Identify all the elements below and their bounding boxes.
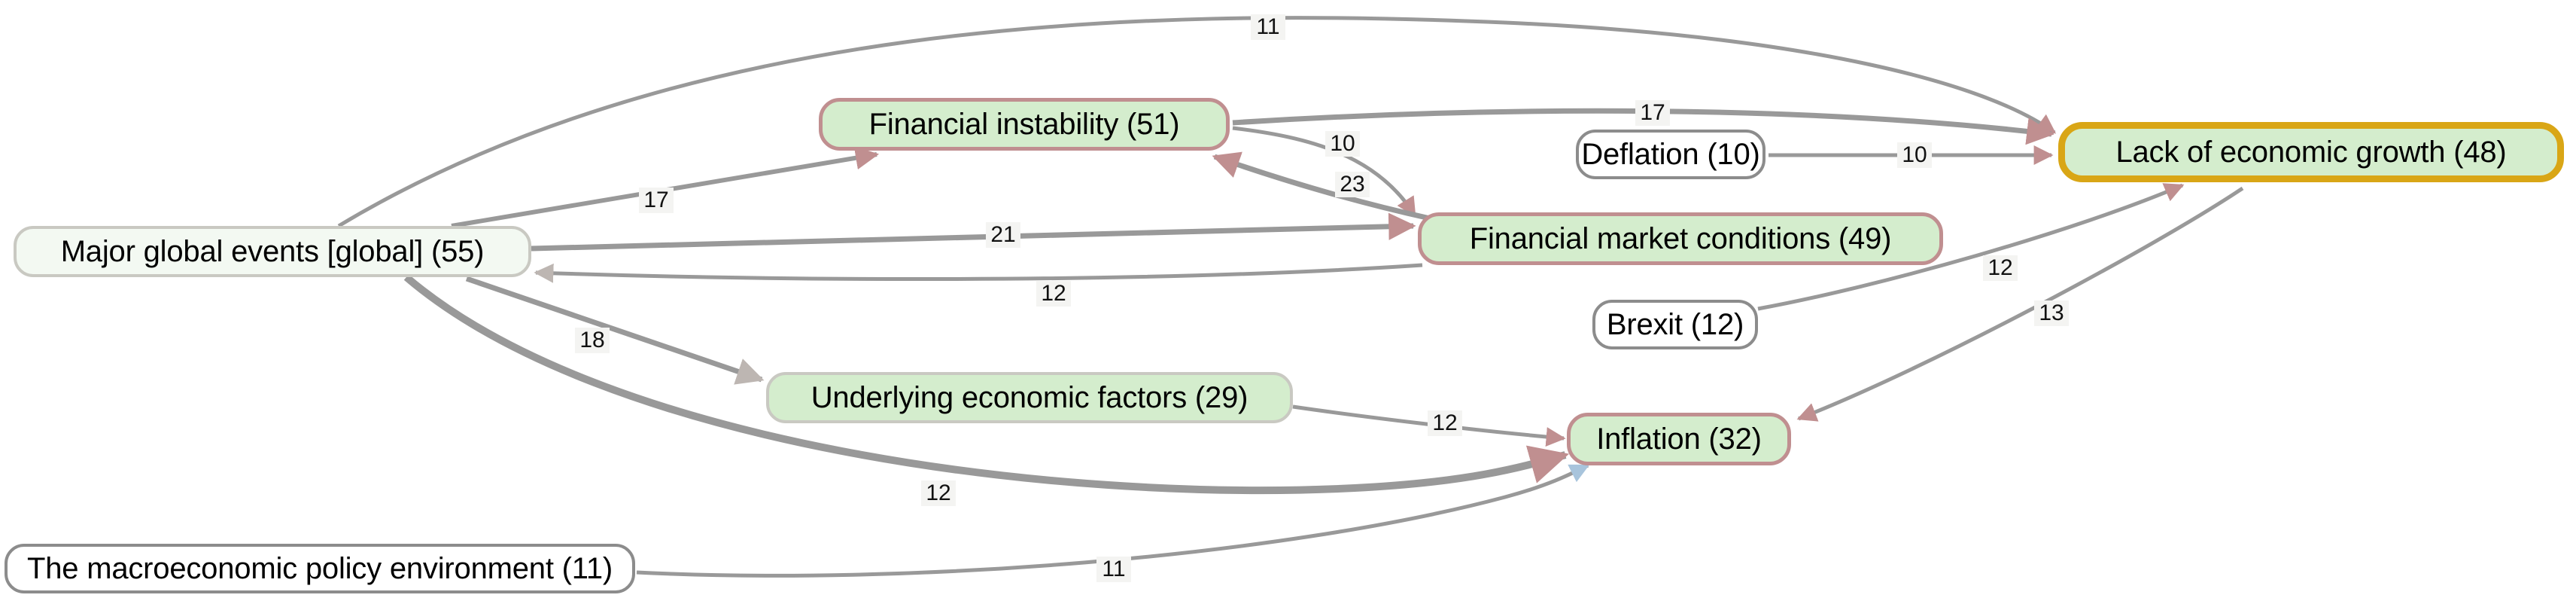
graph-node-label: Lack of economic growth (48) <box>2115 136 2507 169</box>
edge-label-background <box>639 188 674 213</box>
edge-label-background <box>2034 300 2069 326</box>
edge-label-background <box>1325 131 1360 157</box>
graph-edge[interactable] <box>1212 151 1431 221</box>
edge-weight-label: 12 <box>1432 410 1457 435</box>
edge-label-background <box>1635 100 1670 126</box>
graph-edge[interactable] <box>465 276 765 385</box>
edge-weight-label: 12 <box>926 480 950 505</box>
edge-weight-label: 12 <box>1041 281 1066 306</box>
edge-label-background <box>986 222 1020 248</box>
graph-node-lack-of-economic-growth[interactable]: Lack of economic growth (48) <box>2058 122 2564 182</box>
graph-edge[interactable] <box>1292 404 1566 447</box>
graph-node-label: Underlying economic factors (29) <box>811 381 1248 414</box>
graph-node-label: Brexit (12) <box>1606 308 1744 341</box>
graph-edge[interactable] <box>636 463 1590 578</box>
graph-node-label: Major global events [global] (55) <box>60 235 485 268</box>
edge-weight-label: 12 <box>1988 255 2012 280</box>
edge-weight-label: 18 <box>579 328 604 352</box>
graph-node-inflation[interactable]: Inflation (32) <box>1567 413 1791 465</box>
edge-weight-label: 13 <box>2039 300 2064 325</box>
graph-node-label: Inflation (32) <box>1596 422 1762 456</box>
graph-edge[interactable] <box>337 16 2057 228</box>
edge-weight-label: 17 <box>1640 100 1665 125</box>
edge-label-background <box>1897 142 1932 168</box>
edge-weight-label: 10 <box>1330 131 1355 156</box>
graph-node-brexit[interactable]: Brexit (12) <box>1592 300 1758 349</box>
edge-weight-label: 10 <box>1902 142 1927 167</box>
graph-node-label: Deflation (10) <box>1581 138 1760 171</box>
edge-label-background <box>575 328 610 353</box>
edge-weight-label: 21 <box>990 222 1015 247</box>
graph-node-macroeconomic-policy-environment[interactable]: The macroeconomic policy environment (11… <box>5 544 635 593</box>
graph-node-financial-instability[interactable]: Financial instability (51) <box>819 98 1230 151</box>
graph-node-label: The macroeconomic policy environment (11… <box>26 552 613 585</box>
graph-node-deflation[interactable]: Deflation (10) <box>1576 130 1765 179</box>
graph-edge[interactable] <box>531 212 1416 252</box>
graph-node-financial-market-conditions[interactable]: Financial market conditions (49) <box>1418 212 1943 265</box>
graph-edge[interactable] <box>403 274 1570 494</box>
graph-node-label: Financial market conditions (49) <box>1469 222 1892 255</box>
edge-label-background <box>1428 410 1462 436</box>
edge-label-background <box>921 480 956 506</box>
edge-label-background <box>1983 255 2018 281</box>
edge-weight-label: 11 <box>1256 14 1279 39</box>
graph-node-label: Financial instability (51) <box>868 108 1180 141</box>
graph-node-underlying-economic-factors[interactable]: Underlying economic factors (29) <box>766 372 1293 423</box>
edge-weight-label: 23 <box>1340 172 1364 197</box>
graph-node-major-global-events[interactable]: Major global events [global] (55) <box>14 226 531 277</box>
edge-label-background <box>1036 281 1071 307</box>
edge-weight-label: 17 <box>643 188 668 212</box>
edge-weight-label: 11 <box>1102 557 1125 581</box>
edge-label-background <box>1335 172 1370 197</box>
edge-label-background <box>1096 557 1131 582</box>
edge-label-background <box>1251 14 1285 40</box>
graph-edge[interactable] <box>534 263 1423 283</box>
graph-edge[interactable] <box>1757 183 2185 311</box>
